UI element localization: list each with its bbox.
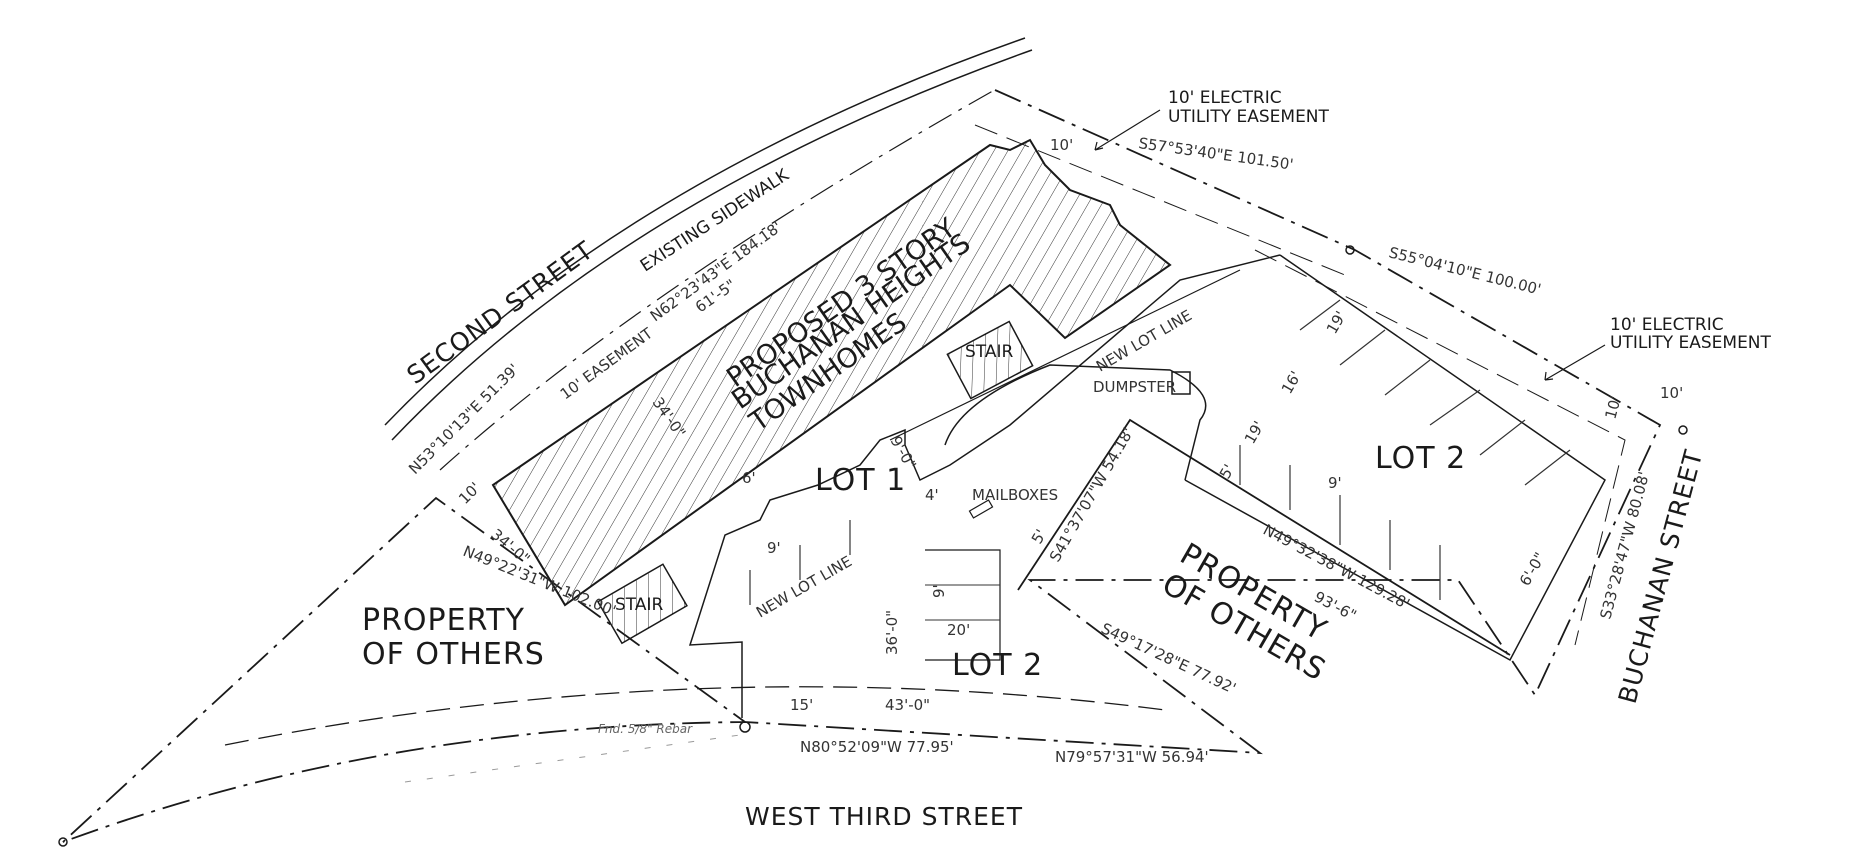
new-lot-line-label-lower: NEW LOT LINE <box>753 552 855 621</box>
lot2-lower-pad <box>925 549 1001 661</box>
stair-label-lower: STAIR <box>615 595 663 615</box>
dim-6-0: 6'-0" <box>1516 549 1549 589</box>
dim-10-right2: 10' <box>1601 394 1624 421</box>
stair-lower <box>596 563 688 645</box>
electric-easement-2-line2: UTILITY EASEMENT <box>1610 333 1772 353</box>
mailbox-box <box>968 499 994 519</box>
dim-6: 6' <box>742 469 756 487</box>
lot1-label: LOT 1 <box>815 463 906 498</box>
bearing-8: N80°52'09"W 77.95' <box>800 738 954 756</box>
dim-19-b: 19' <box>1241 418 1268 447</box>
dim-10-left: 10' <box>455 479 484 508</box>
driveway-curve <box>944 364 1207 481</box>
property-others-left-1: PROPERTY <box>362 603 525 638</box>
proposed-building <box>491 138 1172 607</box>
new-lot-line-upper <box>889 269 1241 441</box>
bearing-2: S55°04'10"E 100.00' <box>1387 243 1543 298</box>
dim-43-0: 43'-0" <box>885 696 930 714</box>
lot2-lower-label: LOT 2 <box>952 648 1043 683</box>
rebar-marker <box>739 721 751 733</box>
street-west-third-label: WEST THIRD STREET <box>745 802 1023 831</box>
lot2-lower-stalls <box>925 584 1000 621</box>
stair-upper <box>946 320 1034 400</box>
dim-19-a: 19' <box>1323 308 1350 337</box>
street-second-label: SECOND STREET <box>401 235 599 390</box>
dim-9-lot2-lower: 9' <box>930 584 948 598</box>
dim-9-lot1: 9' <box>767 539 781 557</box>
dumpster-label: DUMPSTER <box>1093 378 1176 396</box>
electric-easement-1-line1: 10' ELECTRIC <box>1168 88 1282 108</box>
corner-marker-2 <box>1678 425 1688 435</box>
stair-label-upper: STAIR <box>965 342 1013 362</box>
dumpster-box <box>1171 371 1191 395</box>
bearing-7: N79°57'31"W 56.94' <box>1055 748 1209 766</box>
bearing-5: S41°37'07"W 54.18' <box>1046 424 1138 565</box>
bearing-1: S57°53'40"E 101.50' <box>1137 134 1294 174</box>
lot1-parking-outline <box>688 254 1281 718</box>
west-third-fence <box>404 734 741 783</box>
parking-stalls <box>749 299 1571 605</box>
dim-36-0: 36'-0" <box>883 610 901 655</box>
lot2-small-building <box>1017 418 1511 656</box>
easement-leader-2 <box>1544 344 1606 381</box>
dim-15: 15' <box>790 696 813 714</box>
electric-easement-2-line1: 10' ELECTRIC <box>1610 315 1724 335</box>
dim-10-right: 10' <box>1660 384 1683 402</box>
easement-leader-1 <box>1094 109 1161 151</box>
dim-5-a: 5' <box>1216 461 1238 482</box>
corner-marker-1 <box>1345 245 1355 255</box>
west-third-curb <box>224 686 1166 746</box>
dim-10-top: 10' <box>1050 136 1073 154</box>
second-street-sidewalk-line <box>391 49 1033 441</box>
dim-9-lot2: 9' <box>1328 474 1342 492</box>
dim-20: 20' <box>947 621 970 639</box>
property-others-left-2: OF OTHERS <box>362 637 545 672</box>
right-of-way-line <box>439 87 999 471</box>
corner-marker-3 <box>58 837 68 847</box>
mailboxes-label: MAILBOXES <box>972 486 1058 504</box>
lot2-upper-label: LOT 2 <box>1375 441 1466 476</box>
second-street-curb <box>384 37 1026 426</box>
lot2-parking-outline <box>1184 254 1606 662</box>
dim-4: 4' <box>925 486 939 504</box>
dim-5-b: 5' <box>1028 526 1050 547</box>
electric-easement-line-2 <box>1254 249 1626 646</box>
property-boundary <box>62 89 1662 843</box>
street-buchanan-label: BUCHANAN STREET <box>1613 446 1709 706</box>
dim-16: 16' <box>1278 368 1305 397</box>
electric-easement-1-line2: UTILITY EASEMENT <box>1168 107 1330 127</box>
rebar-label: Fnd. 5/8" Rebar <box>598 722 693 736</box>
